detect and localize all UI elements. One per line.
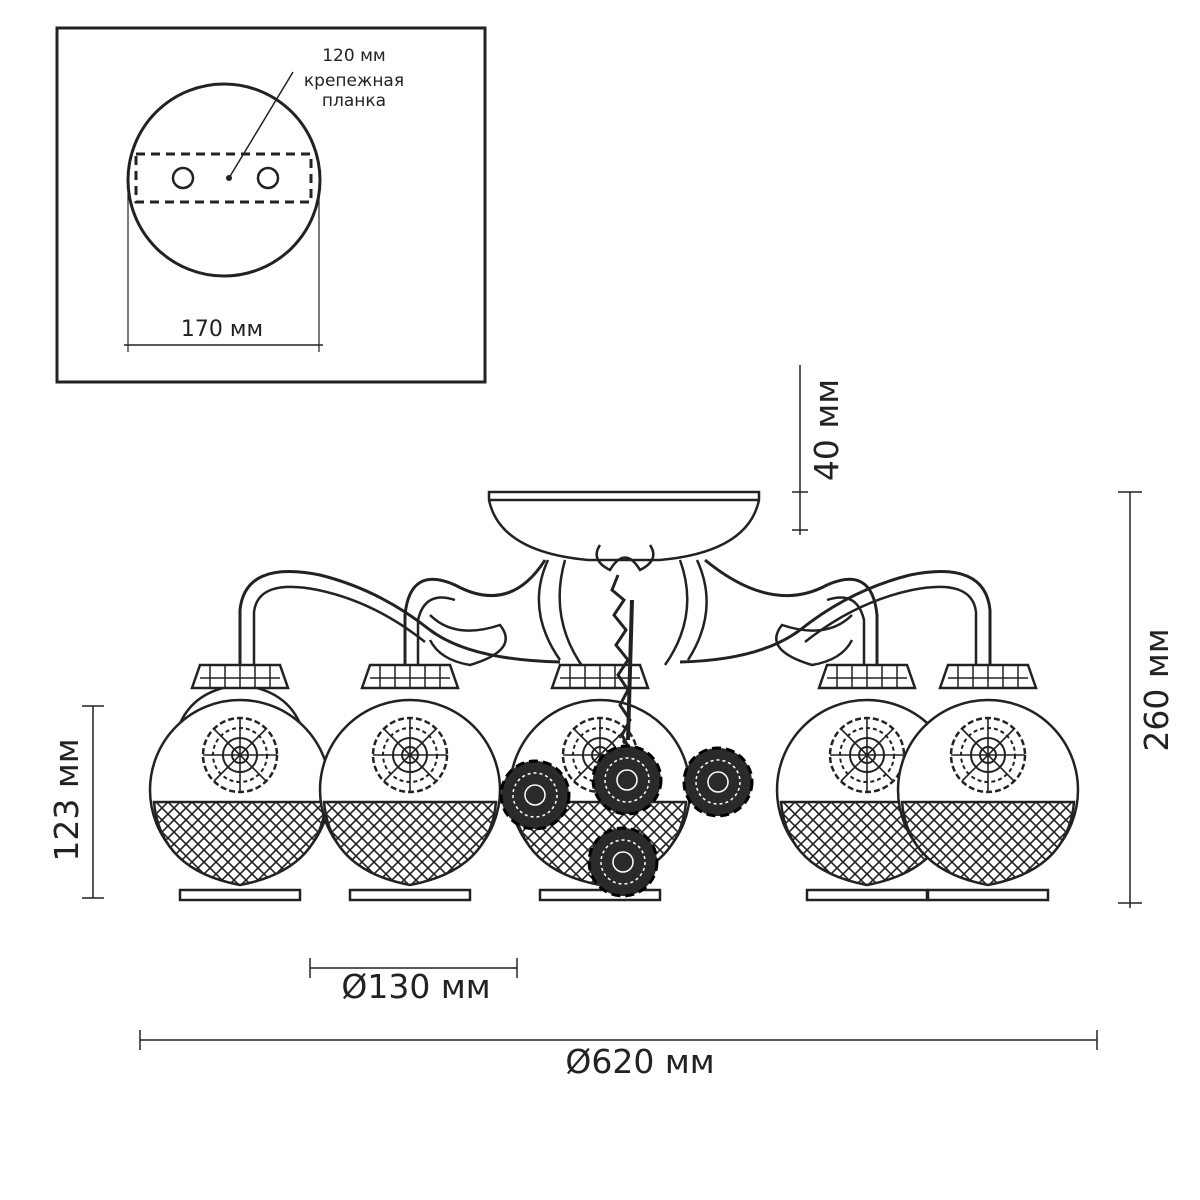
canopy-plate-circle (126, 82, 322, 278)
shade-1 (148, 663, 332, 902)
shade-2 (318, 663, 502, 902)
canopy-height-label: 40 мм (807, 379, 846, 481)
flower-ornament-1 (499, 759, 571, 831)
arm-right-outer (679, 570, 992, 665)
inset-panel (55, 26, 487, 384)
arm-left-outer (238, 570, 561, 665)
bracket-width-label: 120 мм (322, 46, 386, 66)
total-height-label: 260 мм (1137, 628, 1176, 751)
arm-left-inner (403, 559, 547, 665)
shade-diameter-label: Ø130 мм (341, 967, 490, 1006)
screw-hole-right (256, 166, 280, 190)
flower-ornament-3 (682, 746, 754, 818)
bracket-name-line2: планка (322, 91, 386, 111)
total-diameter-label: Ø620 мм (565, 1042, 714, 1081)
arm-right-inner (704, 558, 879, 665)
canopy-diameter-label: 170 мм (181, 317, 263, 342)
bracket-name-line1: крепежная (304, 71, 404, 91)
flower-ornament-2 (591, 744, 663, 816)
shade-height-label: 123 мм (47, 738, 86, 861)
screw-hole-left (171, 166, 195, 190)
bracket-leader-line (228, 71, 294, 179)
shade-5 (896, 663, 1080, 902)
decorative-pendant (499, 574, 754, 898)
mounting-bracket-outline (134, 152, 313, 204)
flower-ornament-4 (587, 826, 659, 898)
dimension-lines (82, 365, 1142, 1050)
lamp-body (238, 490, 992, 671)
ceiling-canopy (487, 490, 761, 562)
